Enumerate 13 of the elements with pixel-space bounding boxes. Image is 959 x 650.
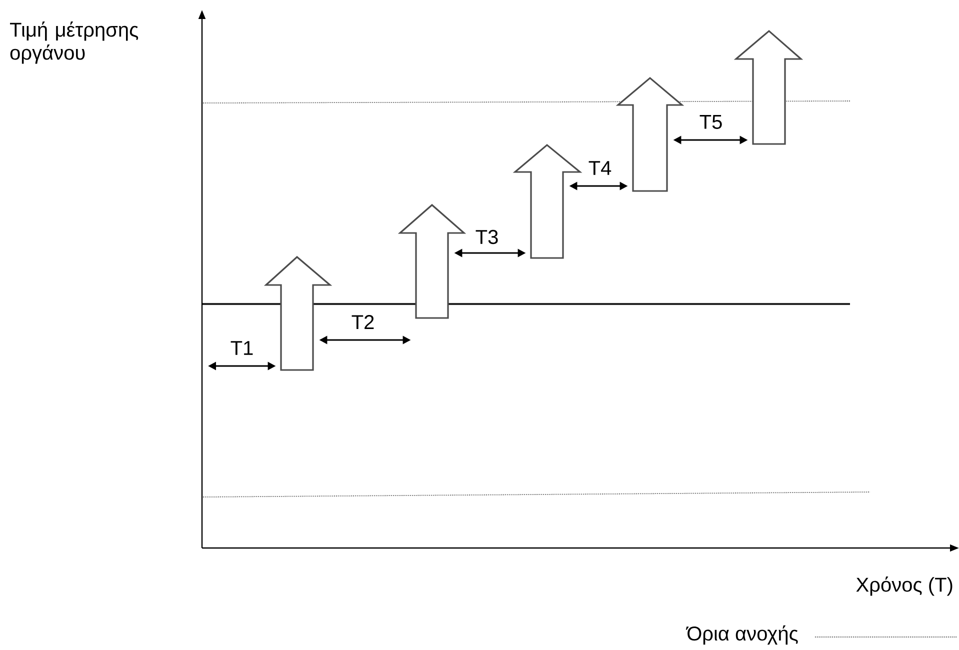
edge-label: T3: [474, 228, 500, 246]
legend-label: Όρια ανοχής: [686, 625, 798, 645]
edge-label: T2: [350, 314, 376, 330]
block-arrow: [512, 144, 582, 259]
edge-label: T4: [587, 160, 613, 176]
block-arrow: [734, 30, 804, 145]
block-arrow: [398, 204, 466, 319]
axis-label: Τιμή μέτρησης οργάνου: [10, 22, 138, 64]
block-arrow: [616, 76, 684, 192]
block-arrow: [264, 256, 332, 371]
edge-label: T1: [229, 340, 255, 356]
edge-label: T5: [698, 114, 724, 130]
axis-label: Χρόνος (T): [856, 576, 952, 596]
